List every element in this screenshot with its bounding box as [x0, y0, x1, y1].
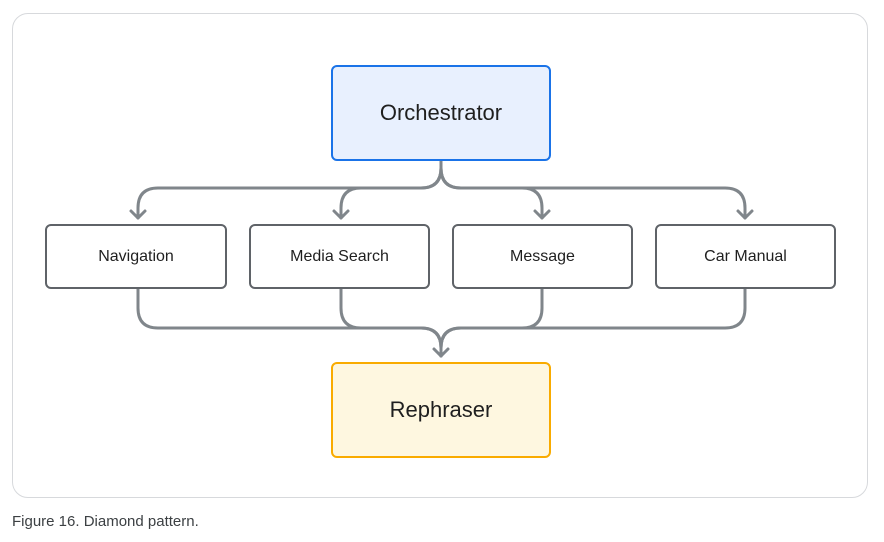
arrowhead-navigation [129, 209, 147, 220]
message-node: Message [452, 224, 633, 289]
media-search-label: Media Search [290, 247, 389, 265]
connector-car-manual-rephraser [439, 287, 747, 358]
connector-message-rephraser [439, 287, 544, 358]
arrowhead-car-manual [736, 209, 754, 220]
navigation-label: Navigation [98, 247, 174, 265]
orchestrator-label: Orchestrator [379, 100, 503, 125]
connector-orchestrator-media-search [339, 159, 443, 220]
arrowhead-message [533, 209, 551, 220]
arrowhead-rephraser [432, 347, 450, 358]
arrowhead-media-search [332, 209, 350, 220]
connector-media-search-rephraser [339, 287, 443, 358]
connector-orchestrator-car-manual [439, 159, 747, 220]
rephraser-node: Rephraser [331, 362, 551, 458]
car-manual-node: Car Manual [655, 224, 836, 289]
figure-caption: Figure 16. Diamond pattern. [12, 513, 199, 530]
rephraser-label: Rephraser [389, 397, 493, 422]
car-manual-label: Car Manual [704, 247, 787, 265]
connector-navigation-rephraser [136, 287, 443, 358]
message-label: Message [510, 247, 575, 265]
navigation-node: Navigation [45, 224, 227, 289]
media-search-node: Media Search [249, 224, 430, 289]
orchestrator-node: Orchestrator [331, 65, 551, 161]
